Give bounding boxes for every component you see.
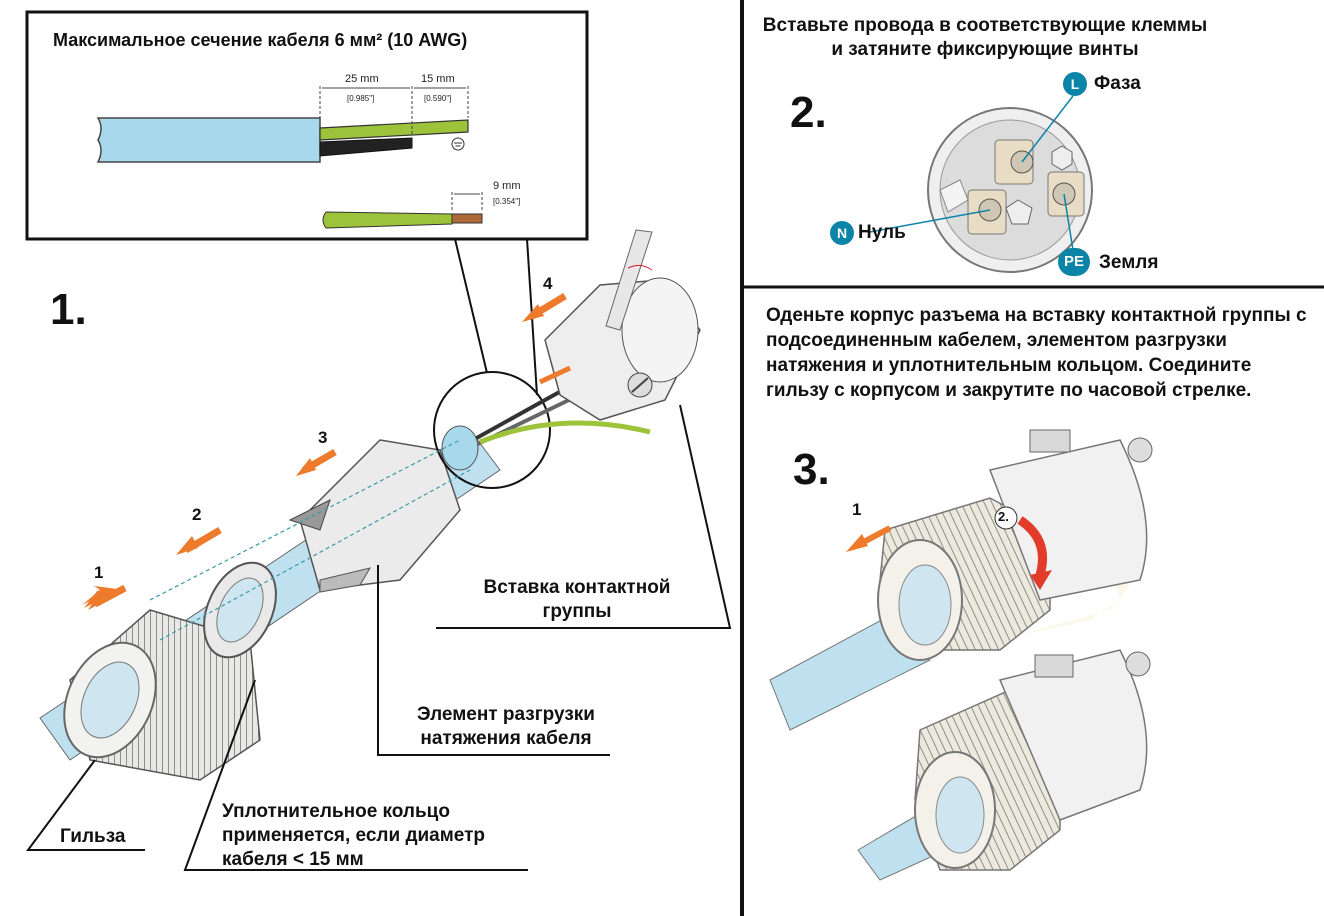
dimension-15mm: 15 mm (421, 73, 455, 85)
guide-lines (149, 439, 471, 641)
neutral-label: Нуль (858, 222, 906, 243)
dimension-25mm: 25 mm (345, 73, 379, 85)
neutral-badge: N (830, 221, 854, 245)
connector-assembled (857, 649, 1151, 881)
dimension-9mm-inch: [0.354"] (493, 197, 521, 206)
step-3-instruction: Оденьте корпус разъема на вставку контак… (766, 305, 1307, 401)
step-1-number: 1. (50, 285, 87, 334)
exploded-assembly (39, 229, 701, 781)
label-contact-insert: Вставка контактной группы (483, 577, 671, 622)
step-arrows (82, 293, 572, 610)
arrow-label-2: 2 (192, 505, 202, 524)
dimension-9mm: 9 mm (493, 180, 521, 192)
step-3-arrow-2: 2. (998, 509, 1009, 524)
earth-label: Земля (1099, 252, 1159, 273)
earth-badge: PE (1058, 248, 1090, 276)
connector-face-diagram (869, 95, 1093, 273)
step-3-arrow-1: 1 (852, 500, 862, 519)
arrow-label-1: 1 (94, 563, 104, 582)
connector-assembly-rotating (769, 429, 1153, 731)
arrow-label-4: 4 (543, 274, 553, 293)
inset-title: Максимальное сечение кабеля 6 мм² (10 AW… (53, 30, 468, 50)
step-2-instruction: Вставьте провода в соответствующие клемм… (762, 15, 1208, 60)
label-seal-ring: Уплотнительное кольцо применяется, если … (222, 801, 486, 870)
step-3-number: 3. (793, 445, 830, 494)
label-sleeve: Гильза (60, 826, 126, 847)
leader-lines (26, 404, 732, 871)
dimension-15mm-inch: [0.590"] (424, 94, 452, 103)
stripped-cable-drawing (96, 86, 483, 229)
arrow-label-3: 3 (318, 428, 328, 447)
ground-symbol-icon (451, 137, 465, 151)
step-2-number: 2. (790, 88, 827, 137)
phase-label: Фаза (1094, 73, 1141, 94)
phase-badge: L (1063, 72, 1087, 96)
dimension-25mm-inch: [0.985"] (347, 94, 375, 103)
panel-dividers (740, 0, 1324, 916)
rotation-arrow-icon (994, 506, 1052, 590)
label-strain-relief: Элемент разгрузки натяжения кабеля (417, 704, 595, 749)
screw-icon (627, 372, 653, 398)
